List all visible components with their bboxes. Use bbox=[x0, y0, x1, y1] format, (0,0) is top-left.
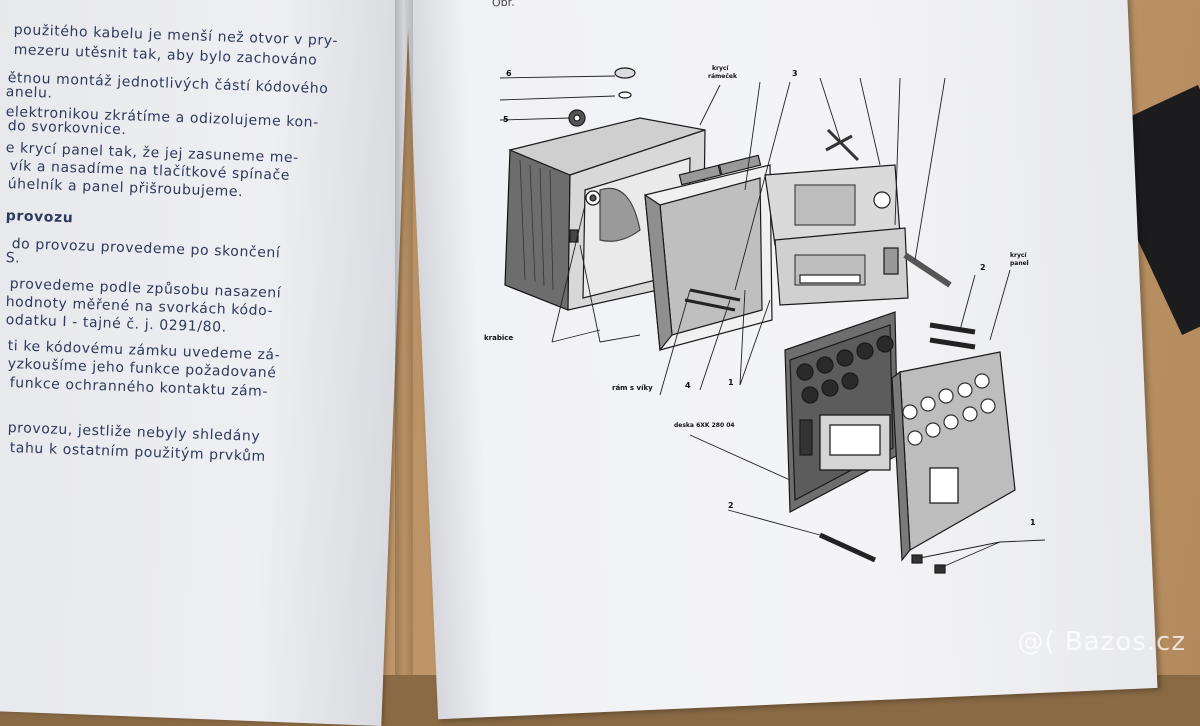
label-kryci-1: krycí bbox=[712, 65, 729, 72]
label-krabice: krabice bbox=[484, 334, 513, 342]
lids-assembly bbox=[764, 128, 952, 306]
exploded-view-diagram: 6 5 krycí rámeček 3 2 krycí panel krabic… bbox=[484, 65, 1046, 574]
label-ramecek: rámeček bbox=[708, 73, 738, 80]
circuit-board-deska bbox=[784, 311, 899, 513]
label-3: 3 bbox=[792, 69, 798, 78]
label-kryci-panel-1: krycí bbox=[1010, 252, 1027, 259]
cover-panel-kryci-panel bbox=[891, 351, 1016, 562]
small-parts bbox=[568, 67, 976, 574]
label-6: 6 bbox=[506, 69, 512, 78]
label-5: 5 bbox=[503, 115, 509, 124]
label-2-bottom: 2 bbox=[728, 501, 734, 510]
label-1-mid: 1 bbox=[728, 378, 734, 387]
label-ram-s-viky: rám s víky bbox=[612, 384, 653, 392]
frame-ram-s-viky bbox=[644, 154, 773, 352]
label-4: 4 bbox=[685, 381, 691, 390]
watermark: @( Bazos.cz bbox=[1017, 627, 1186, 657]
label-kryci-panel-2: panel bbox=[1010, 260, 1029, 267]
label-2-top: 2 bbox=[980, 263, 986, 272]
leader-lines bbox=[499, 75, 1046, 569]
label-deska: deska 6XK 280 04 bbox=[674, 422, 735, 429]
label-1-bottom: 1 bbox=[1030, 518, 1036, 527]
book-binding bbox=[395, 0, 413, 675]
